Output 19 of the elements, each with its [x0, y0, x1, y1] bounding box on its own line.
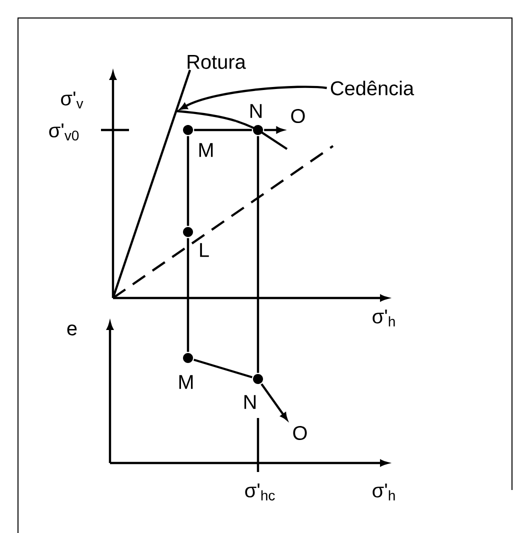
axis-label: σ'$_{h}$ [372, 310, 395, 326]
point-label: O [291, 108, 305, 124]
connector-line [194, 128, 252, 132]
arrow [180, 86, 327, 110]
connector-line [256, 136, 260, 373]
connector-line [186, 238, 190, 352]
axis-label: σ'$_{hc}$ [245, 484, 275, 500]
axis-label: Rotura [188, 55, 246, 69]
connector-line [186, 136, 190, 226]
axis-label: σ'$_{v0}$ [49, 124, 79, 140]
axis-label: σ'$_{v}$ [61, 92, 84, 108]
point-label: Cedência [330, 80, 414, 96]
arrow [260, 383, 288, 420]
connector-line [194, 358, 252, 378]
axis-label: e [67, 324, 77, 336]
point-label: O [293, 426, 307, 440]
yield-curve [176, 110, 236, 122]
arrow [264, 126, 284, 134]
axis-label: σ'$_{h}$ [372, 484, 395, 500]
